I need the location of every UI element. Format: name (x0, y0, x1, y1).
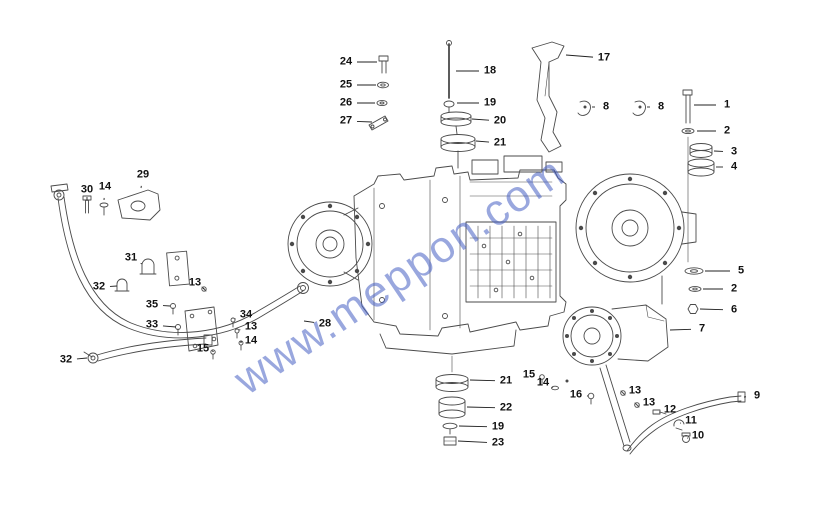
callout-13: 13 (244, 320, 258, 333)
callout-6: 6 (730, 303, 738, 316)
callout-21: 21 (499, 374, 513, 387)
hook-bolts (577, 100, 646, 116)
transmission-body (287, 155, 697, 366)
callout-8: 8 (602, 100, 610, 113)
callout-33: 33 (145, 318, 159, 331)
callout-27: 27 (339, 114, 353, 127)
left-bracket-cluster (82, 189, 244, 360)
callout-32: 32 (92, 280, 106, 293)
callout-30: 30 (80, 183, 94, 196)
callout-2: 2 (723, 124, 731, 137)
callout-14: 14 (244, 334, 258, 347)
callout-2: 2 (730, 282, 738, 295)
callout-20: 20 (493, 114, 507, 127)
callout-15: 15 (522, 368, 536, 381)
bottom-right-parts (539, 364, 746, 455)
callout-13: 13 (188, 276, 202, 289)
right-fastener-column (681, 89, 715, 314)
callout-25: 25 (339, 78, 353, 91)
callout-18: 18 (483, 64, 497, 77)
callout-29: 29 (136, 168, 150, 181)
callout-14: 14 (536, 376, 550, 389)
callout-34: 34 (239, 308, 253, 321)
callout-32: 32 (59, 353, 73, 366)
callout-15: 15 (196, 342, 210, 355)
dipstick-breather-parts (440, 40, 476, 169)
callout-14: 14 (98, 180, 112, 193)
callout-22: 22 (499, 401, 513, 414)
callout-13: 13 (642, 396, 656, 409)
bottom-part-stack (435, 355, 469, 446)
callout-24: 24 (339, 55, 353, 68)
callout-17: 17 (597, 51, 611, 64)
callout-13: 13 (628, 384, 642, 397)
callout-7: 7 (698, 322, 706, 335)
callout-11: 11 (685, 414, 697, 427)
callout-19: 19 (483, 96, 497, 109)
top-left-fasteners (368, 55, 389, 131)
callout-4: 4 (730, 160, 738, 173)
callout-19: 19 (491, 420, 505, 433)
callout-8: 8 (657, 100, 665, 113)
callout-10: 10 (691, 429, 705, 442)
callout-9: 9 (753, 389, 761, 402)
callout-16: 16 (569, 388, 583, 401)
callout-5: 5 (737, 264, 745, 277)
callout-12: 12 (663, 403, 677, 416)
callout-21: 21 (493, 136, 507, 149)
callout-35: 35 (145, 298, 159, 311)
bracket-17 (531, 41, 565, 153)
callout-31: 31 (124, 251, 138, 264)
callout-23: 23 (491, 436, 505, 449)
callout-28: 28 (318, 317, 332, 330)
callout-26: 26 (339, 96, 353, 109)
callout-1: 1 (723, 98, 731, 111)
callout-3: 3 (730, 145, 738, 158)
